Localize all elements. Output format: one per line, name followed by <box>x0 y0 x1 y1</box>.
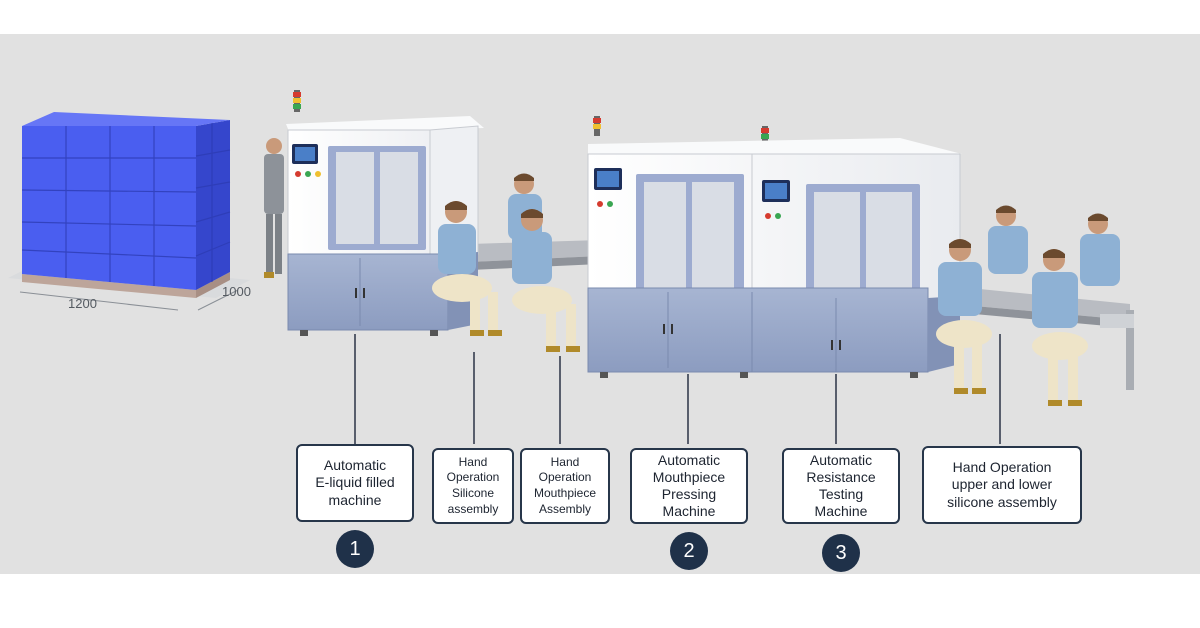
callout-mouthpiece-assembly: Hand Operation Mouthpiece Assembly <box>520 448 610 524</box>
machine-1 <box>286 90 484 336</box>
worker <box>512 209 580 352</box>
worker <box>432 201 502 336</box>
worker <box>936 239 992 394</box>
worker <box>264 138 284 278</box>
step-badge-1: 1 <box>336 530 374 568</box>
worker <box>988 205 1028 274</box>
worker <box>1032 249 1088 406</box>
callout-upper-lower-silicone: Hand Operation upper and lower silicone … <box>922 446 1082 524</box>
callout-e-liquid-filling: Automatic E-liquid filled machine <box>296 444 414 522</box>
pallet-length-label: 1200 <box>68 296 97 311</box>
step-badge-3: 3 <box>822 534 860 572</box>
worker <box>1080 213 1120 286</box>
workers <box>264 138 1120 406</box>
machine-2-3 <box>587 116 962 378</box>
pallet-width-label: 1000 <box>222 284 251 299</box>
worker <box>508 173 542 240</box>
callout-silicone-assembly: Hand Operation Silicone assembly <box>432 448 514 524</box>
callout-resistance-testing: Automatic Resistance Testing Machine <box>782 448 900 524</box>
production-line-scene <box>8 90 1134 444</box>
step-badge-2: 2 <box>670 532 708 570</box>
pallet-stack <box>8 112 250 311</box>
line-illustration: 1200 1000 <box>0 34 1200 574</box>
leader-lines <box>354 334 1001 444</box>
callout-mouthpiece-pressing: Automatic Mouthpiece Pressing Machine <box>630 448 748 524</box>
